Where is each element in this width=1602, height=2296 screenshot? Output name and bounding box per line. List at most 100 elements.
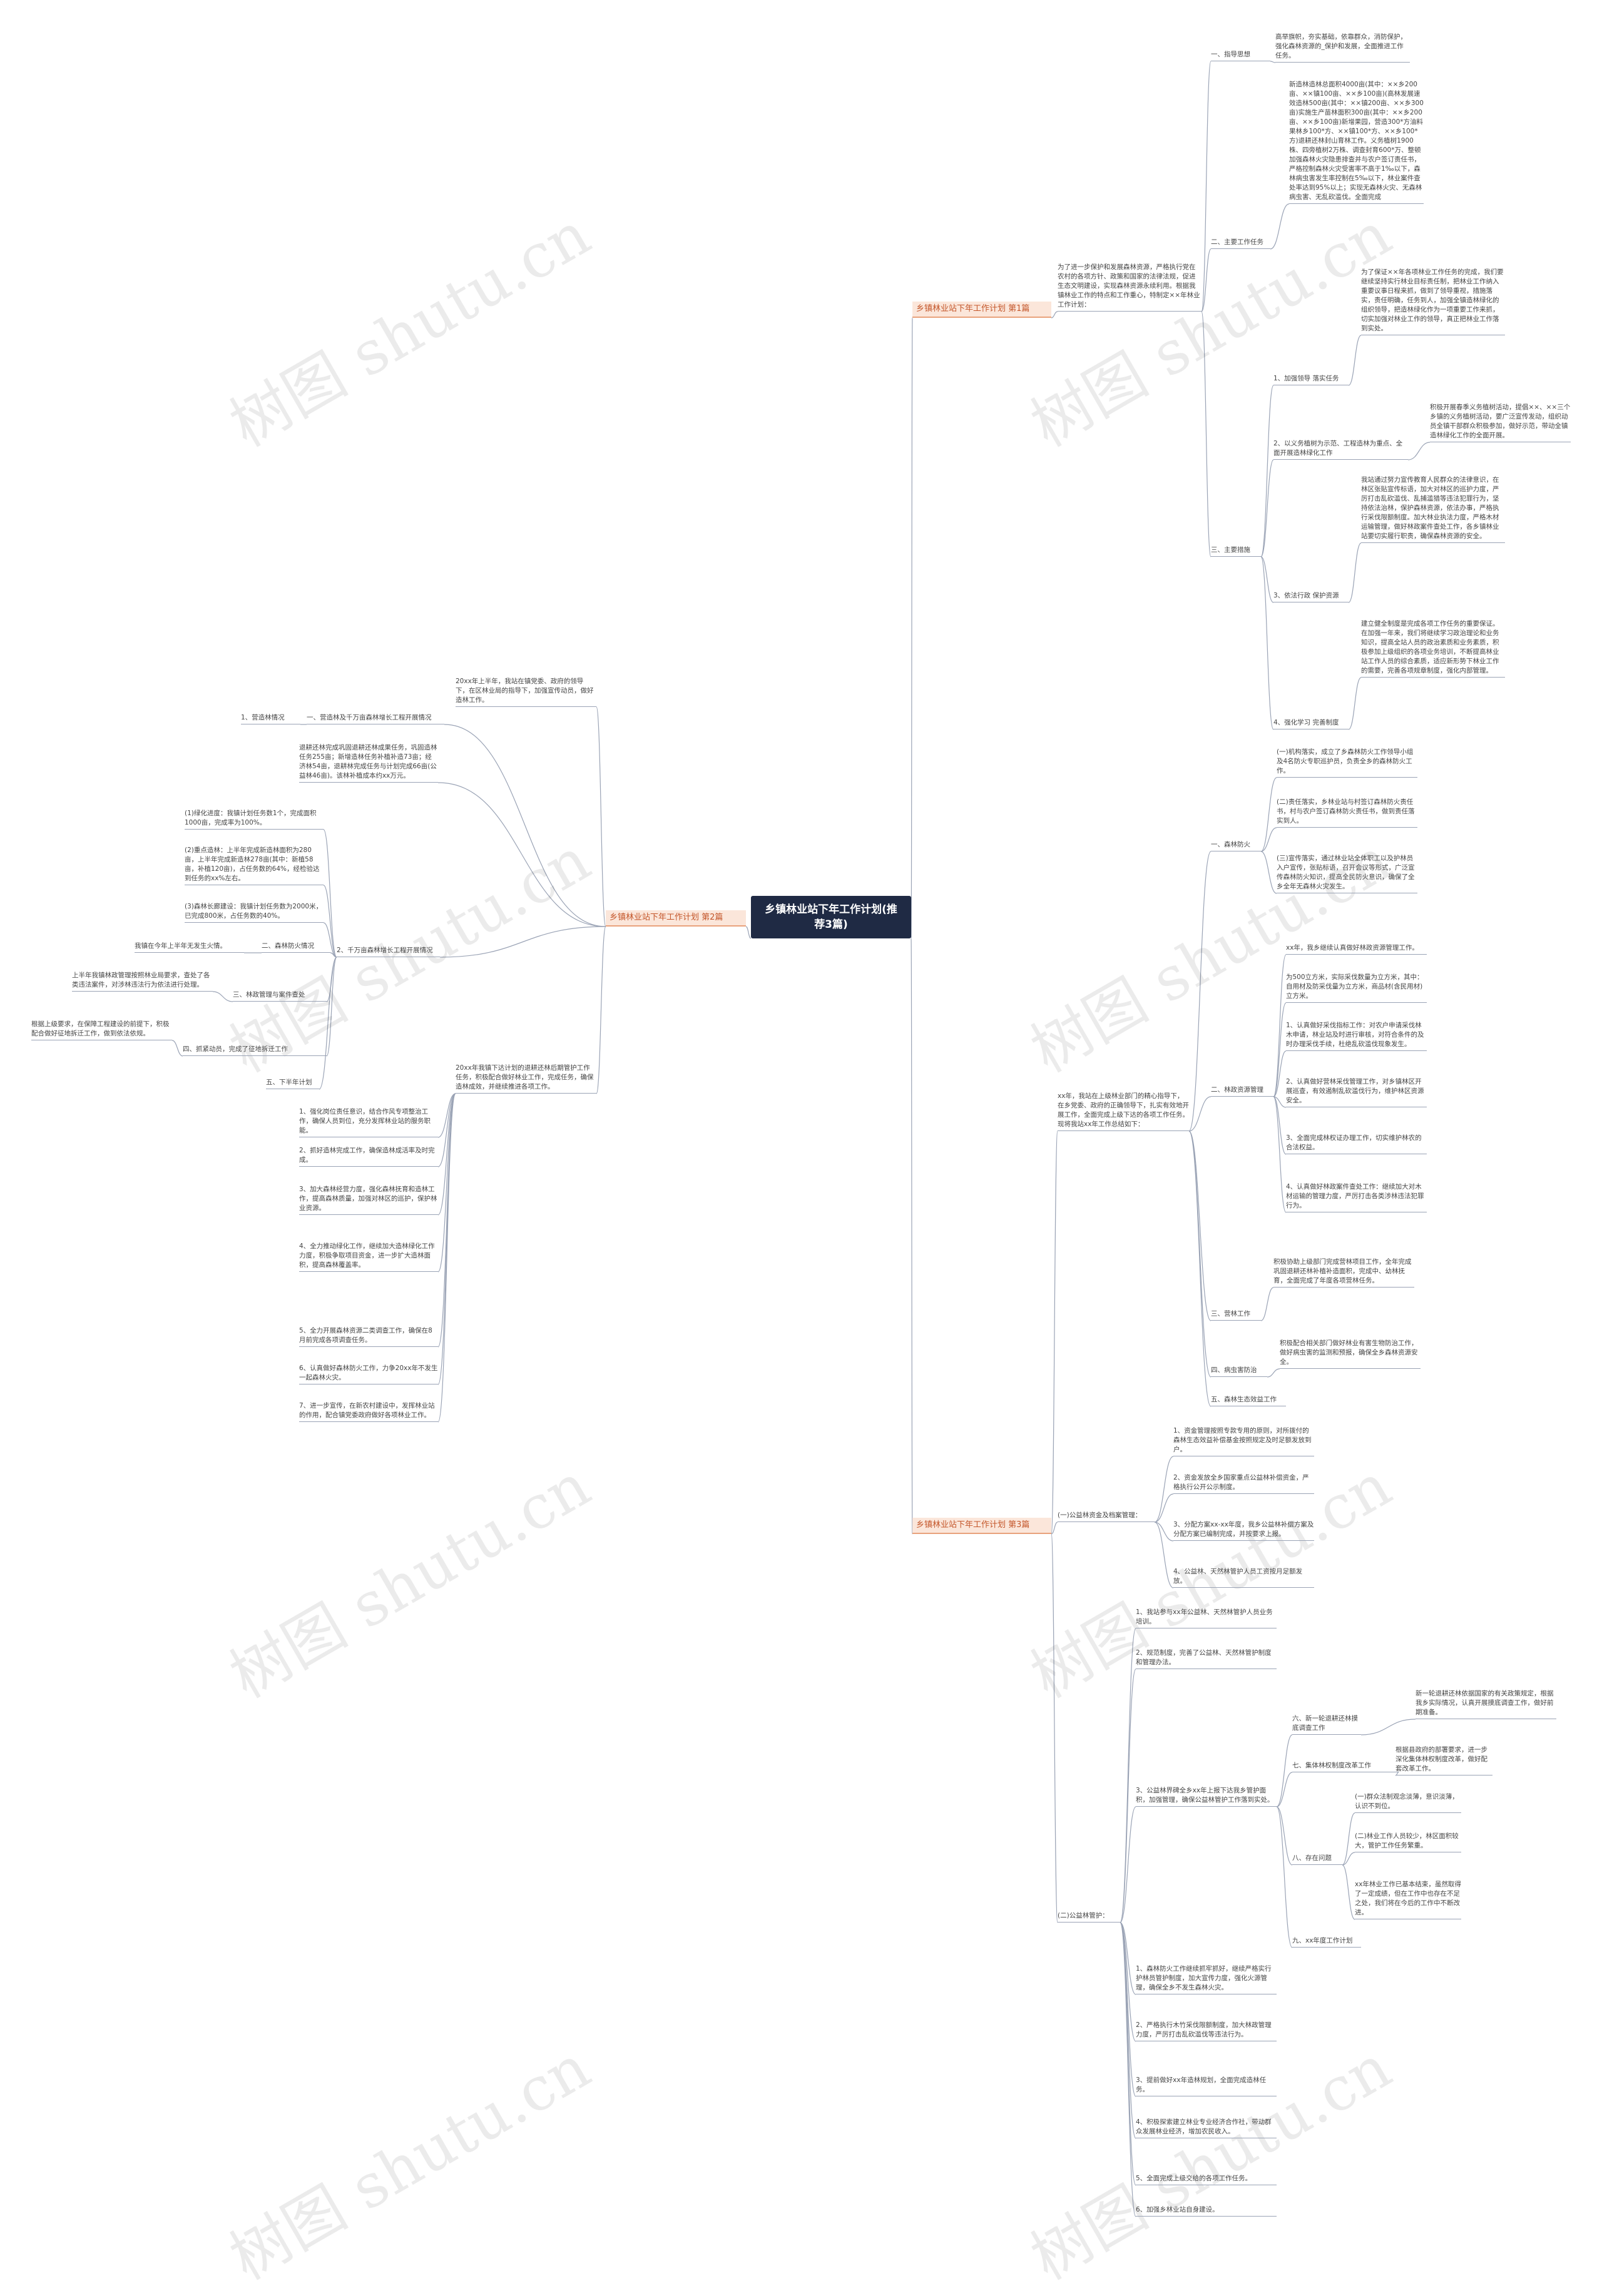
resource-item-2: 2、认真做好营林采伐管理工作，对乡镇林区开展巡查，有效遏制乱砍滥伐行为，维护林区… xyxy=(1286,1077,1427,1107)
next-year-item-6: 6、加强乡林业站自身建设。 xyxy=(1136,2205,1277,2217)
measure-4-text: 建立健全制度是完成各项工作任务的重要保证。在加强一年来，我们将继续学习政治理论和… xyxy=(1361,619,1505,678)
guiding-ideology[interactable]: 一、指导思想 xyxy=(1211,50,1270,61)
forest-corridor: (3)森林长廊建设：我镇计划任务数为2000米，已完成800米，占任务数的40%… xyxy=(185,902,324,923)
connector-line xyxy=(911,938,913,1535)
connector-line xyxy=(1188,1096,1212,1132)
forestry-work[interactable]: 三、营林工作 xyxy=(1211,1309,1261,1321)
fire-item-2: (二)责任落实，乡林业站与村签订森林防火责任书，村与农户签订森林防火责任书，做到… xyxy=(1277,798,1417,828)
connector-line xyxy=(911,317,913,939)
connector-line xyxy=(1120,1669,1136,1923)
plan-item-5: 5、全力开展森林资源二类调查工作，确保在8月前完成各项调查任务。 xyxy=(299,1326,438,1347)
root-topic[interactable]: 乡镇林业站下年工作计划(推荐3篇) xyxy=(751,896,911,938)
connector-line xyxy=(1342,1852,1355,1866)
connector-line xyxy=(171,1040,183,1057)
next-year-item-4: 4、积极探索建立林业专业经济合作社，带动群众发展林业经济，增加农民收入。 xyxy=(1136,2118,1277,2138)
plan-3-intro: xx年，我站在上级林业部门的精心指导下，在乡党委、政府的正确领导下，扎实有效地开… xyxy=(1058,1092,1189,1131)
forest-resource-management[interactable]: 二、林政资源管理 xyxy=(1211,1085,1273,1097)
connector-line xyxy=(1270,203,1290,250)
annual-work-plan[interactable]: 九、xx年度工作计划 xyxy=(1292,1936,1361,1948)
measure-4[interactable]: 4、强化学习 完善制度 xyxy=(1273,718,1349,729)
survey-text: 新一轮退耕还林依据国家的有关政策规定，根据我乡实际情况，认真开展摸底调查工作，做… xyxy=(1416,1689,1556,1719)
connector-line xyxy=(1260,459,1274,557)
second-half-plan[interactable]: 五、下半年计划 xyxy=(266,1078,319,1089)
connector-line xyxy=(1407,442,1431,460)
connector-line xyxy=(1260,556,1274,730)
connector-line xyxy=(1120,1922,1136,2139)
fire-prevention-status[interactable]: 二、森林防火情况 xyxy=(262,942,330,953)
resource-item-3: 3、全面完成林权证办理工作，切实维护林农的合法权益。 xyxy=(1286,1134,1427,1154)
connector-line xyxy=(745,926,752,939)
connector-line xyxy=(1051,311,1058,318)
public-forest-protection[interactable]: (二)公益林管护： xyxy=(1058,1911,1120,1923)
connector-line xyxy=(323,885,337,958)
connector-line xyxy=(437,1093,456,1138)
forest-rights-reform[interactable]: 七、集体林权制度改革工作 xyxy=(1292,1761,1399,1772)
connector-line xyxy=(1188,1130,1212,1407)
connector-line xyxy=(1273,1002,1287,1097)
guiding-ideology-text: 高举旗帜，夯实基础，依靠群众，消防保护，强化森林资源的_保护和发展，全面推进工作… xyxy=(1275,33,1410,63)
connector-line xyxy=(1260,385,1274,557)
branch-plan-3[interactable]: 乡镇林业站下年工作计划 第3篇 xyxy=(912,1518,1051,1534)
harvest-quota: 为500立方米，实际采伐数量为立方米，其中：自用材及防采伐量为立方米，商品材(含… xyxy=(1286,973,1427,1003)
forest-growth-project[interactable]: 2、千万亩森林增长工程开展情况 xyxy=(337,946,440,957)
key-afforestation: (2)重点造林：上半年完成新造林面积为280亩，上半年完成新造林278亩(其中：… xyxy=(185,846,324,885)
land-acquisition-text: 根据上级要求，在保障工程建设的前提下，积极配合做好征地拆迁工作，做到依法依规。 xyxy=(31,1020,172,1040)
fire-item-1: (一)机构落实，成立了乡森林防火工作领导小组及4名防火专职巡护员，负责全乡的森林… xyxy=(1277,748,1417,778)
connector-line xyxy=(1154,1521,1174,1542)
plan-item-2: 2、抓好造林完成工作，确保造林成活率及时完成。 xyxy=(299,1146,438,1167)
fund-archive-management[interactable]: (一)公益林资金及档案管理： xyxy=(1058,1511,1155,1522)
connector-line xyxy=(1260,827,1277,852)
connector-line xyxy=(1348,335,1362,386)
connector-line xyxy=(1120,1628,1136,1923)
fund-item-4: 4、公益林、天然林管护人员工资按月足额发放。 xyxy=(1173,1567,1314,1588)
reform-text: 根据县政府的部署要求，进一步深化集体林权制度改革，做好配套改革工作。 xyxy=(1395,1745,1492,1775)
connector-line xyxy=(212,991,233,1002)
next-year-item-2: 2、严格执行木竹采伐限额制度，加大林政管理力度，严厉打击乱砍滥伐等违法行为。 xyxy=(1136,2021,1277,2041)
fund-item-1: 1、资金管理按照专款专用的原则，对所拨付的森林生态效益补偿基金按照规定及时足额发… xyxy=(1173,1426,1314,1456)
connector-line xyxy=(1348,677,1362,730)
connector-line xyxy=(1051,1521,1058,1535)
fund-item-2: 2、资金发放全乡国家重点公益林补偿资金，严格执行公开公示制度。 xyxy=(1173,1473,1314,1494)
existing-problems[interactable]: 八、存在问题 xyxy=(1292,1854,1342,1865)
measure-2[interactable]: 2、以义务植树为示范、工程造林为重点、全面开展造林绿化工作 xyxy=(1273,439,1408,460)
connector-line xyxy=(1051,1130,1058,1535)
land-acquisition[interactable]: 四、抓紧动员，完成了征地拆迁工作 xyxy=(183,1045,327,1056)
afforestation-project[interactable]: 一、营造林及千万亩森林增长工程开展情况 xyxy=(307,713,444,724)
connector-line xyxy=(1273,1096,1287,1108)
connector-line xyxy=(1154,1521,1174,1588)
connector-line xyxy=(1154,1456,1174,1523)
main-tasks[interactable]: 二、主要工作任务 xyxy=(1211,238,1270,249)
forest-fire-prevention[interactable]: 一、森林防火 xyxy=(1211,840,1261,851)
forest-admin[interactable]: 三、林政管理与案件查处 xyxy=(233,990,327,1002)
pest-control[interactable]: 四、病虫害防治 xyxy=(1211,1366,1267,1377)
plan-2-summary: 20xx年我镇下达计划的退耕还林后期管护工作任务，积极配合做好林业工作，完成任务… xyxy=(456,1064,596,1094)
connector-line xyxy=(1051,1533,1058,1923)
connector-line xyxy=(1260,777,1277,852)
ecological-benefit[interactable]: 五、森林生态效益工作 xyxy=(1211,1395,1286,1406)
connector-line xyxy=(1260,851,1277,894)
pest-control-text: 积极配合相关部门做好林业有害生物防治工作，做好病虫害的监测和预报，确保全乡森林资… xyxy=(1280,1339,1421,1369)
afforestation-status[interactable]: 1、营造林情况 xyxy=(241,713,300,724)
fire-item-3: (三)宣传落实，通过林业站全体职工以及护林员入户宣传，张贴标语，召开会议等形式，… xyxy=(1277,854,1417,893)
connector-line xyxy=(1273,1096,1287,1155)
connector-line xyxy=(437,1093,456,1423)
forest-admin-text: 上半年我镇林政管理按照林业局要求，查处了各类违法案件，对涉林违法行为依法进行处理… xyxy=(72,971,213,992)
measure-3[interactable]: 3、依法行政 保护资源 xyxy=(1273,591,1349,602)
measure-1[interactable]: 1、加强领导 落实任务 xyxy=(1273,374,1349,385)
next-year-item-3: 3、提前做好xx年造林规划，全面完成造林任务。 xyxy=(1136,2076,1277,2096)
connector-line xyxy=(1201,61,1212,312)
connector-line xyxy=(437,1093,456,1167)
connector-line xyxy=(1342,1864,1355,1920)
connector-line xyxy=(1276,1772,1293,1807)
main-measures[interactable]: 三、主要措施 xyxy=(1211,546,1261,557)
fund-item-3: 3、分配方案xx-xx年度，我乡公益林补偿方案及分配方案已编制完成，并按要求上报… xyxy=(1173,1520,1314,1541)
connector-line xyxy=(437,1093,456,1385)
branch-plan-2[interactable]: 乡镇林业站下年工作计划 第2篇 xyxy=(606,910,746,927)
connector-line xyxy=(1260,556,1274,603)
branch-plan-1[interactable]: 乡镇林业站下年工作计划 第1篇 xyxy=(912,302,1051,318)
connector-line xyxy=(1260,1287,1274,1321)
connector-line xyxy=(1276,1806,1293,1948)
returning-farmland-survey[interactable]: 六、新一轮退耕还林摸底调查工作 xyxy=(1292,1714,1361,1735)
connector-line xyxy=(326,957,337,1057)
connector-line xyxy=(439,926,606,958)
